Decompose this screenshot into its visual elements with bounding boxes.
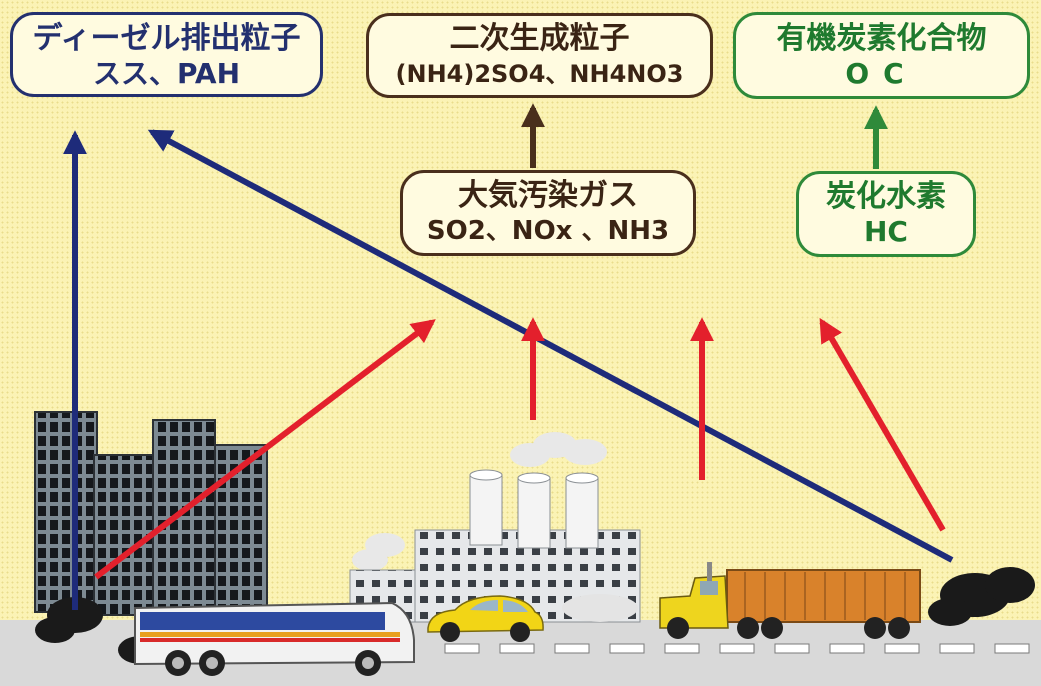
air-pollutant-gas-box: 大気汚染ガス SO2、NOx 、NH3: [400, 170, 696, 256]
truck: [659, 562, 921, 639]
secondary-particles-box: 二次生成粒子 (NH4)2SO4、NH4NO3: [366, 13, 713, 98]
hydrocarbon-title: 炭化水素: [826, 179, 946, 214]
exhaust-smoke: [35, 567, 1035, 664]
diesel-particle-arrows: [63, 129, 954, 610]
organic-carbon-box: 有機炭素化合物 OC: [733, 12, 1030, 99]
diesel-particles-box: ディーゼル排出粒子 スス、PAH: [10, 12, 323, 97]
hydrocarbon-box: 炭化水素 HC: [796, 171, 976, 257]
gas-emission-arrows: [94, 317, 946, 580]
hydrocarbon-subtitle: HC: [864, 215, 908, 248]
bus: [134, 601, 415, 676]
factory: [349, 432, 641, 623]
secondary-particles-subtitle: (NH4)2SO4、NH4NO3: [395, 60, 684, 88]
city-buildings: [34, 411, 268, 616]
diesel-particles-subtitle: スス、PAH: [92, 57, 241, 90]
organic-carbon-subtitle: OC: [845, 57, 918, 90]
organic-carbon-title: 有機炭素化合物: [776, 21, 987, 56]
car: [427, 595, 544, 642]
secondary-particles-title: 二次生成粒子: [449, 21, 630, 56]
air-pollutant-gas-title: 大気汚染ガス: [458, 178, 638, 213]
diesel-particles-title: ディーゼル排出粒子: [32, 21, 301, 56]
air-pollutant-gas-subtitle: SO2、NOx 、NH3: [426, 216, 670, 246]
